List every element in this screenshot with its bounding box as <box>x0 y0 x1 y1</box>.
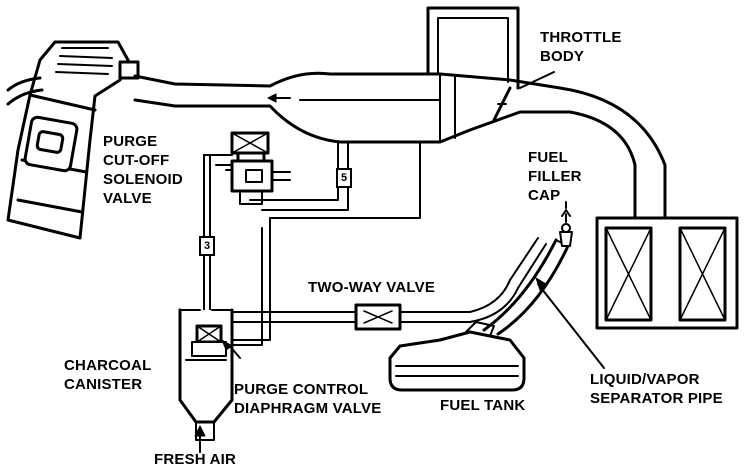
separator-pipe-label: LIQUID/VAPOR SEPARATOR PIPE <box>590 370 723 408</box>
hose-tag-3: 3 <box>199 236 215 256</box>
purge-cutoff-label-line3: SOLENOID <box>103 171 183 188</box>
fuel-filler-cap <box>559 209 573 247</box>
fuel-filler-cap-label-line2: FILLER <box>528 168 582 185</box>
hose-5 <box>249 141 349 211</box>
separator-pipe-label-line2: SEPARATOR PIPE <box>590 390 723 407</box>
purge-cutoff-label: PURGE CUT-OFF SOLENOID VALVE <box>103 132 183 208</box>
leader-separator <box>537 283 605 369</box>
separator-pipe <box>482 238 570 336</box>
vapor-line <box>231 311 357 323</box>
purge-control-label-line1: PURGE CONTROL <box>234 381 369 398</box>
purge-cutoff-label-line1: PURGE <box>103 133 158 150</box>
purge-cutoff-label-line4: VALVE <box>103 190 152 207</box>
air-cleaner <box>595 216 739 330</box>
fuel-filler-cap-label: FUEL FILLER CAP <box>528 148 582 205</box>
purge-cutoff-solenoid <box>215 131 291 205</box>
fuel-tank-label: FUEL TANK <box>440 397 526 414</box>
leader-throttle <box>519 71 555 89</box>
separator-pipe-label-line1: LIQUID/VAPOR <box>590 371 700 388</box>
throttle-body-label: THROTTLE BODY <box>540 28 622 66</box>
two-way-valve-label: TWO-WAY VALVE <box>308 279 436 296</box>
fuel-filler-cap-label-line1: FUEL <box>528 149 568 166</box>
throttle-body-label-line2: BODY <box>540 48 585 65</box>
hose-tag-5: 5 <box>336 168 352 188</box>
purge-control-label-line2: DIAPHRAGM VALVE <box>234 400 382 417</box>
throttle-body-label-line1: THROTTLE <box>540 29 622 46</box>
charcoal-canister <box>178 308 234 441</box>
purge-cutoff-label-line2: CUT-OFF <box>103 152 170 169</box>
charcoal-canister-label-line1: CHARCOAL <box>64 357 152 374</box>
fuel-filler-cap-label-line3: CAP <box>528 187 561 204</box>
charcoal-canister-label-line2: CANISTER <box>64 376 143 393</box>
hose-3 <box>203 154 211 313</box>
fuel-tank <box>388 321 526 392</box>
fresh-air-label: FRESH AIR <box>154 451 237 468</box>
engine-block <box>6 40 140 240</box>
intake-duct <box>133 71 667 220</box>
purge-control-label: PURGE CONTROL DIAPHRAGM VALVE <box>234 380 381 418</box>
two-way-valve <box>354 303 402 331</box>
charcoal-canister-label: CHARCOAL CANISTER <box>64 356 151 394</box>
vacuum-loop-hose <box>426 6 520 90</box>
